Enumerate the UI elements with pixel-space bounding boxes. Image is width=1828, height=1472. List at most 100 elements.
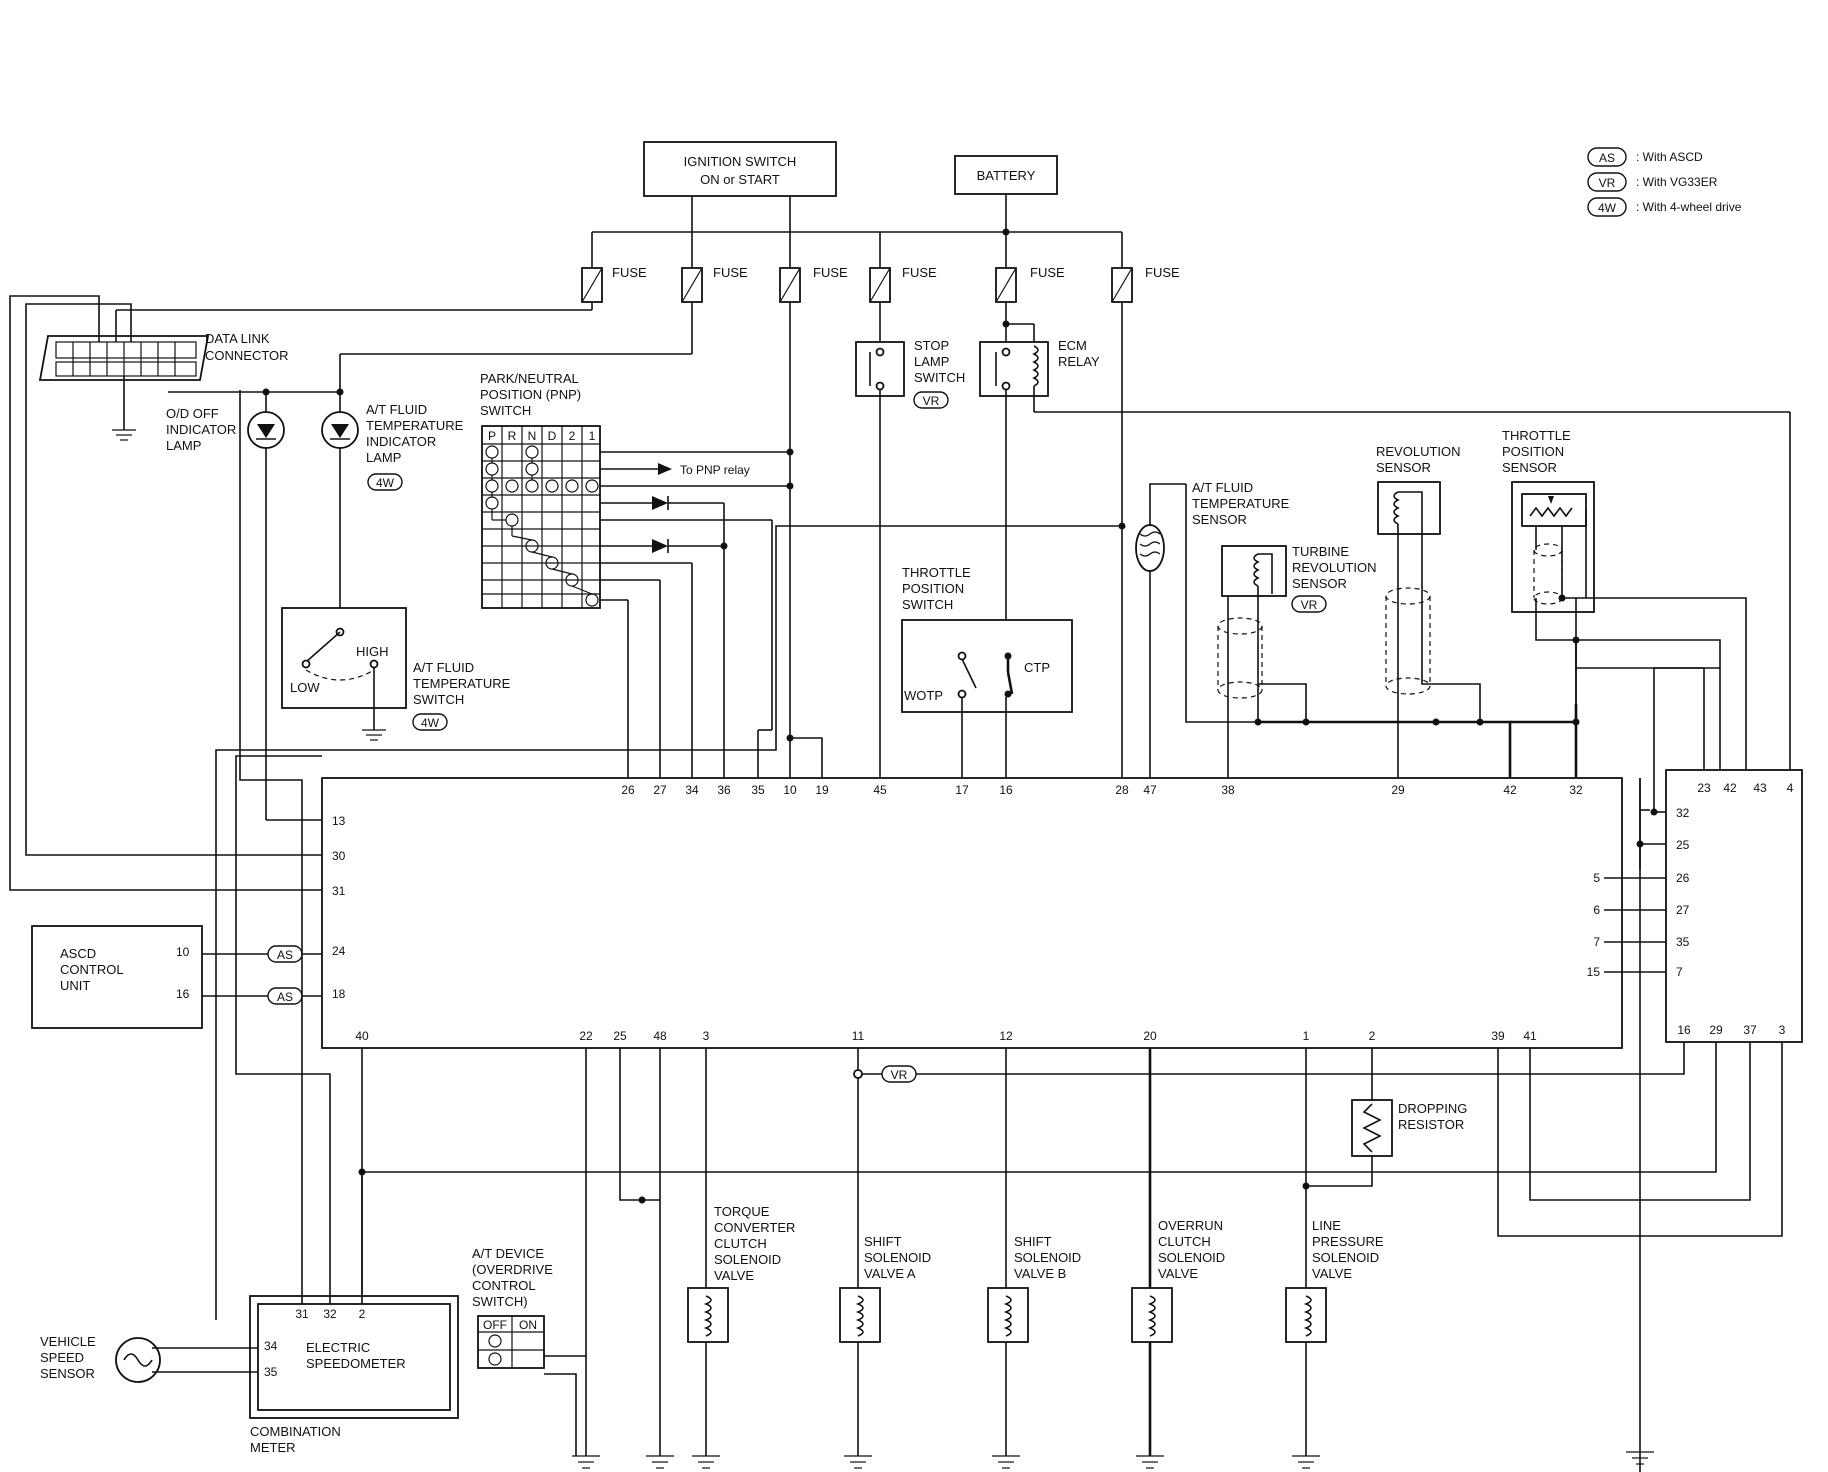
revolution-sensor: REVOLUTION SENSOR xyxy=(1376,444,1484,778)
tcm-pin-30: 30 xyxy=(332,849,346,863)
pnp-col-2: 2 xyxy=(569,429,576,443)
vss-label-2: SPEED xyxy=(40,1350,84,1365)
vss-label-1: VEHICLE xyxy=(40,1334,96,1349)
tcm-pin-47: 47 xyxy=(1143,783,1157,797)
tps-switch-label-1: THROTTLE xyxy=(902,565,971,580)
switch-high-label: HIGH xyxy=(356,644,389,659)
at-device-label-2: (OVERDRIVE xyxy=(472,1262,553,1277)
tcm-pin-16: 16 xyxy=(999,783,1013,797)
od-lamp-label-2: INDICATOR xyxy=(166,422,236,437)
ecm-pin-26: 26 xyxy=(1676,871,1690,885)
tcm-pin-7: 7 xyxy=(1593,935,1600,949)
line-pressure-label-3: SOLENOID xyxy=(1312,1250,1379,1265)
ecm-pin-32: 32 xyxy=(1676,806,1690,820)
tcm-pin-6: 6 xyxy=(1593,903,1600,917)
ign-to-tcm-wiring xyxy=(786,302,823,778)
tcm-module xyxy=(321,777,1623,1049)
switch-low-label: LOW xyxy=(290,680,320,695)
torque-label-2: CONVERTER xyxy=(714,1220,795,1235)
at-device-on: ON xyxy=(519,1318,537,1332)
legend-4w-code: 4W xyxy=(1598,201,1617,215)
at-fluid-sensor-label-1: A/T FLUID xyxy=(1192,480,1253,495)
line-pressure-label-4: VALVE xyxy=(1312,1266,1352,1281)
fuse-1: FUSE xyxy=(581,232,647,303)
at-device-overdrive-switch: A/T DEVICE (OVERDRIVE CONTROL SWITCH) OF… xyxy=(472,1246,577,1456)
overrun-label-3: SOLENOID xyxy=(1158,1250,1225,1265)
tcm-pin-19: 19 xyxy=(815,783,829,797)
torque-label-4: SOLENOID xyxy=(714,1252,781,1267)
turbine-revolution-sensor: TURBINE REVOLUTION SENSOR VR xyxy=(1217,544,1377,778)
shift-a-label-1: SHIFT xyxy=(864,1234,902,1249)
at-fluid-lamp-label-1: A/T FLUID xyxy=(366,402,427,417)
fuse6-wiring xyxy=(215,302,1126,1320)
tcm-pin-40: 40 xyxy=(355,1029,369,1043)
battery-label: BATTERY xyxy=(977,168,1036,183)
shift-b-label-2: SOLENOID xyxy=(1014,1250,1081,1265)
ignition-label-1: IGNITION SWITCH xyxy=(684,154,797,169)
ground-symbols xyxy=(572,1356,1320,1469)
tcm-pin-20: 20 xyxy=(1143,1029,1157,1043)
dropping-resistor: DROPPING RESISTOR xyxy=(1351,1099,1467,1157)
pnp-col-d: D xyxy=(548,429,557,443)
shift-a-label-2: SOLENOID xyxy=(864,1250,931,1265)
tcm-pin-2: 2 xyxy=(1369,1029,1376,1043)
tps-switch-label-2: POSITION xyxy=(902,581,964,596)
shift-b-label-1: SHIFT xyxy=(1014,1234,1052,1249)
data-link-label-1: DATA LINK xyxy=(205,331,270,346)
ascd-control-unit: ASCD CONTROL UNIT 10 16 AS AS xyxy=(31,925,322,1029)
wotp-label: WOTP xyxy=(904,688,943,703)
line-pressure-label-1: LINE xyxy=(1312,1218,1341,1233)
pnp-relay-label: To PNP relay xyxy=(680,463,750,477)
ecm-relay-label-2: RELAY xyxy=(1058,354,1100,369)
at-fluid-sensor-label-2: TEMPERATURE xyxy=(1192,496,1290,511)
ecm-pin-3: 3 xyxy=(1779,1023,1786,1037)
ecm-pin-25: 25 xyxy=(1676,838,1690,852)
power-bus xyxy=(592,194,1122,236)
stop-lamp-label-3: SWITCH xyxy=(914,370,965,385)
fuse-5: FUSE xyxy=(995,232,1065,303)
fuse-1-label: FUSE xyxy=(612,265,647,280)
ignition-switch-box: IGNITION SWITCH ON or START xyxy=(643,141,837,197)
ascd-pin-10: 10 xyxy=(176,945,190,959)
ascd-label-2: CONTROL xyxy=(60,962,124,977)
ecm-relay-label-1: ECM xyxy=(1058,338,1087,353)
dropping-label-1: DROPPING xyxy=(1398,1101,1467,1116)
revolution-label-2: SENSOR xyxy=(1376,460,1431,475)
tcm-pin-10: 10 xyxy=(783,783,797,797)
speedo-pin-2: 2 xyxy=(359,1307,366,1321)
legend-as-code: AS xyxy=(1599,151,1615,165)
tps-switch-label-3: SWITCH xyxy=(902,597,953,612)
at-fluid-switch-label-1: A/T FLUID xyxy=(413,660,474,675)
od-lamp-label-1: O/D OFF xyxy=(166,406,219,421)
tcm-pin-26: 26 xyxy=(621,783,635,797)
tcm-pin-38: 38 xyxy=(1221,783,1235,797)
at-fluid-temperature-switch: HIGH LOW A/T FLUID TEMPERATURE SWITCH 4W xyxy=(281,607,511,741)
speedo-label-1: ELECTRIC xyxy=(306,1340,370,1355)
line-pressure-label-2: PRESSURE xyxy=(1312,1234,1384,1249)
ecm-pin-23: 23 xyxy=(1697,781,1711,795)
fuse-2-label: FUSE xyxy=(713,265,748,280)
turbine-tag: VR xyxy=(1301,598,1318,612)
tcm-pin-48: 48 xyxy=(653,1029,667,1043)
ecm-pin-29: 29 xyxy=(1709,1023,1723,1037)
fuse-6-label: FUSE xyxy=(1145,265,1180,280)
stop-lamp-label-2: LAMP xyxy=(914,354,949,369)
ecm-pin-7: 7 xyxy=(1676,965,1683,979)
speedo-label-2: SPEEDOMETER xyxy=(306,1356,406,1371)
fuse-6: FUSE xyxy=(1111,232,1180,303)
ascd-label-3: UNIT xyxy=(60,978,90,993)
pnp-col-n: N xyxy=(528,429,537,443)
fuse-4: FUSE xyxy=(869,232,937,303)
tcm-pin-32: 32 xyxy=(1569,783,1583,797)
tcm-pin-36: 36 xyxy=(717,783,731,797)
pnp-label-1: PARK/NEUTRAL xyxy=(480,371,579,386)
legend-as-text: : With ASCD xyxy=(1636,150,1703,164)
speedo-pin-32: 32 xyxy=(323,1307,337,1321)
tcm-pin-22: 22 xyxy=(579,1029,593,1043)
stop-lamp-label-1: STOP xyxy=(914,338,949,353)
at-fluid-sensor-label-3: SENSOR xyxy=(1192,512,1247,527)
legend-4w-text: : With 4-wheel drive xyxy=(1636,200,1742,214)
torque-label-3: CLUTCH xyxy=(714,1236,767,1251)
tcm-bottom-pins: 40 22 25 48 3 11 12 20 1 2 39 41 xyxy=(355,1029,1537,1043)
